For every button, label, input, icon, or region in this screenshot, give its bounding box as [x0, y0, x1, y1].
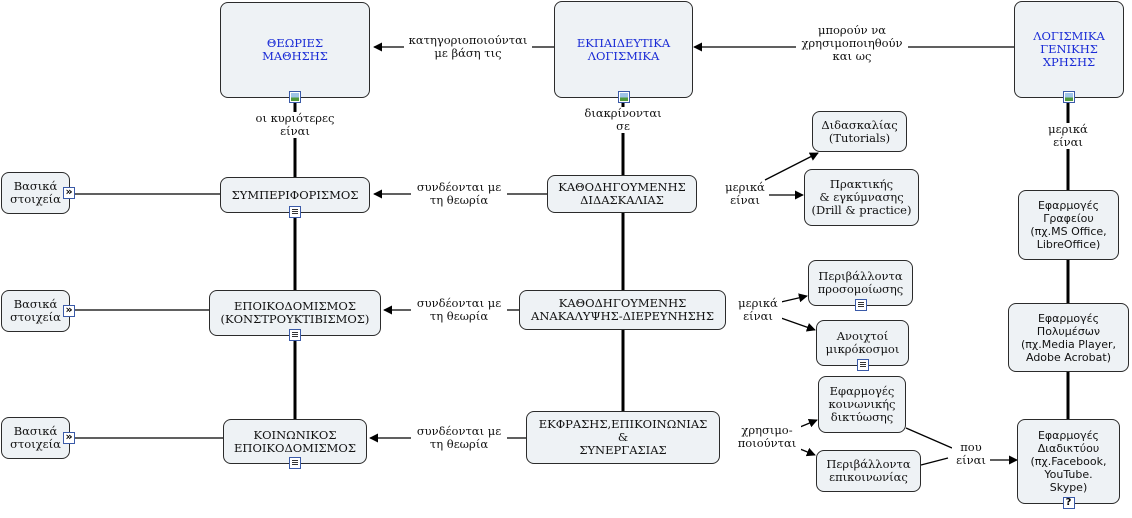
link-label-connected-social: συνδέονται με τη θεωρία	[411, 425, 507, 451]
guided-discovery-text: ΚΑΘΟΔΗΓΟΥΜΕΝΗΣ ΑΝΑΚΑΛΥΨΗΣ-ΔΙΕΡΕΥΝΗΣΗΣ	[531, 296, 714, 323]
theories-of-learning-text: ΘΕΩΡΙΕΣ ΜΑΘΗΣΗΣ	[262, 36, 328, 63]
expand-arrow-icon[interactable]	[63, 430, 75, 444]
general-software-node[interactable]: ΛΟΓΙΣΜΙΚΑ ΓΕΝΙΚΗΣ ΧΡΗΣΗΣ	[1014, 1, 1124, 103]
drill-practice-node[interactable]: Πρακτικής & εγκύμνασης (Drill & practice…	[804, 169, 919, 226]
document-icon[interactable]	[289, 457, 301, 469]
simulation-node[interactable]: Περιβάλλοντα προσομοίωσης	[808, 260, 913, 311]
link-label-some-are-teaching: μερικά είναι	[721, 181, 769, 207]
link-label-connected-constructivism: συνδέονται με τη θεωρία	[411, 297, 507, 323]
document-icon[interactable]	[856, 359, 869, 371]
communication-env-text: Περιβάλλοντα επικοινωνίας	[826, 457, 911, 484]
document-icon[interactable]	[289, 206, 301, 218]
social-constructivism-node[interactable]: ΚΟΙΝΩΝΙΚΟΣ ΕΠΟΙΚΟΔΟΜΙΣΜΟΣ	[223, 419, 367, 469]
expression-communication-node[interactable]: ΕΚΦΡΑΣΗΣ,ΕΠΙΚΟΙΝΩΝΙΑΣ & ΣΥΝΕΡΓΑΣΙΑΣ	[526, 411, 720, 464]
general-software-text: ΛΟΓΙΣΜΙΚΑ ΓΕΝΙΚΗΣ ΧΡΗΣΗΣ	[1033, 29, 1105, 69]
document-icon[interactable]	[854, 299, 867, 311]
office-apps-text: Εφαρμογές Γραφείου (πχ.MS Office, LibreO…	[1030, 199, 1107, 251]
link-label-categorized: κατηγοριοποιούνται με βάση τις	[404, 34, 532, 60]
link-label-main-ones: οι κυριότερες είναι	[248, 112, 342, 138]
constructivism-text: ΕΠΟΙΚΟΔΟΜΙΣΜΟΣ (ΚΟΝΣΤΡΟΥΚΤΙΒΙΣΜΟΣ)	[220, 299, 370, 326]
constructivism-node[interactable]: ΕΠΟΙΚΟΔΟΜΙΣΜΟΣ (ΚΟΝΣΤΡΟΥΚΤΙΒΙΣΜΟΣ)	[209, 290, 381, 341]
guided-teaching-node[interactable]: ΚΑΘΟΔΗΓΟΥΜΕΝΗΣ ΔΙΔΑΣΚΑΛΙΑΣ	[547, 175, 697, 213]
guided-discovery-node[interactable]: ΚΑΘΟΔΗΓΟΥΜΕΝΗΣ ΑΝΑΚΑΛΥΨΗΣ-ΔΙΕΡΕΥΝΗΣΗΣ	[519, 290, 726, 330]
internet-apps-text: Εφαρμογές Διαδικτύου (πχ.Facebook, YouTu…	[1030, 429, 1107, 494]
link-label-can-be-used: μπορούν να χρησιμοποιηθούν και ως	[796, 24, 908, 63]
simulation-text: Περιβάλλοντα προσομοίωσης	[817, 269, 904, 296]
social-networks-node[interactable]: Εφαρμογές κοινωνικής δικτύωσης	[818, 376, 906, 433]
educational-software-text: ΕΚΠΑΙΔΕΥΤΙΚΑ ΛΟΓΙΣΜΙΚΑ	[576, 35, 671, 63]
educational-software-node[interactable]: ΕΚΠΑΙΔΕΥΤΙΚΑ ΛΟΓΙΣΜΙΚΑ	[554, 1, 693, 103]
link-label-connected-behaviorism: συνδέονται με τη θεωρία	[411, 181, 507, 207]
theories-of-learning-node[interactable]: ΘΕΩΡΙΕΣ ΜΑΘΗΣΗΣ	[220, 2, 370, 103]
behaviorism-node[interactable]: ΣΥΜΠΕΡΙΦΟΡΙΣΜΟΣ	[220, 177, 370, 218]
image-icon[interactable]	[1063, 91, 1075, 103]
basics-node-social[interactable]: Βασικά στοιχεία	[1, 417, 75, 459]
link-label-used-for: χρησιμο- ποιούνται	[733, 424, 801, 450]
basics-text: Βασικά στοιχεία	[10, 297, 61, 324]
basics-node-constructivism[interactable]: Βασικά στοιχεία	[1, 290, 75, 332]
microworlds-node[interactable]: Ανοιχτοί μικρόκοσμοι	[816, 320, 909, 371]
basics-node-behaviorism[interactable]: Βασικά στοιχεία	[1, 172, 75, 214]
multimedia-apps-text: Εφαρμογές Πολυμέσων (πχ.Media Player, Ad…	[1020, 311, 1117, 364]
link-label-some-are-discovery: μερικά είναι	[734, 297, 782, 323]
tutorials-text: Διδασκαλίας (Tutorials)	[821, 117, 898, 145]
expand-arrow-icon[interactable]	[63, 303, 75, 317]
tutorials-node[interactable]: Διδασκαλίας (Tutorials)	[812, 111, 907, 152]
drill-practice-text: Πρακτικής & εγκύμνασης (Drill & practice…	[811, 177, 912, 217]
social-networks-text: Εφαρμογές κοινωνικής δικτύωσης	[828, 384, 896, 424]
basics-text: Βασικά στοιχεία	[10, 424, 61, 451]
multimedia-apps-node[interactable]: Εφαρμογές Πολυμέσων (πχ.Media Player, Ad…	[1008, 303, 1129, 372]
communication-env-node[interactable]: Περιβάλλοντα επικοινωνίας	[816, 450, 921, 492]
image-icon[interactable]	[289, 91, 301, 103]
basics-text: Βασικά στοιχεία	[10, 179, 61, 206]
office-apps-node[interactable]: Εφαρμογές Γραφείου (πχ.MS Office, LibreO…	[1018, 190, 1119, 260]
document-icon[interactable]	[289, 329, 301, 341]
expand-arrow-icon[interactable]	[63, 185, 75, 199]
guided-teaching-text: ΚΑΘΟΔΗΓΟΥΜΕΝΗΣ ΔΙΔΑΣΚΑΛΙΑΣ	[558, 180, 686, 207]
link-label-that-are: που είναι	[952, 441, 990, 467]
microworlds-text: Ανοιχτοί μικρόκοσμοι	[825, 329, 900, 356]
social-constructivism-text: ΚΟΙΝΩΝΙΚΟΣ ΕΠΟΙΚΟΔΟΜΙΣΜΟΣ	[234, 427, 356, 455]
link-label-distinguished: διακρίνονται σε	[582, 107, 664, 133]
behaviorism-text: ΣΥΜΠΕΡΙΦΟΡΙΣΜΟΣ	[231, 187, 359, 202]
internet-apps-node[interactable]: Εφαρμογές Διαδικτύου (πχ.Facebook, YouTu…	[1017, 419, 1120, 509]
help-note-icon[interactable]	[1062, 496, 1075, 509]
link-label-some-are-general: μερικά είναι	[1045, 123, 1091, 149]
image-icon[interactable]	[617, 91, 630, 103]
expression-communication-text: ΕΚΦΡΑΣΗΣ,ΕΠΙΚΟΙΝΩΝΙΑΣ & ΣΥΝΕΡΓΑΣΙΑΣ	[538, 417, 708, 457]
